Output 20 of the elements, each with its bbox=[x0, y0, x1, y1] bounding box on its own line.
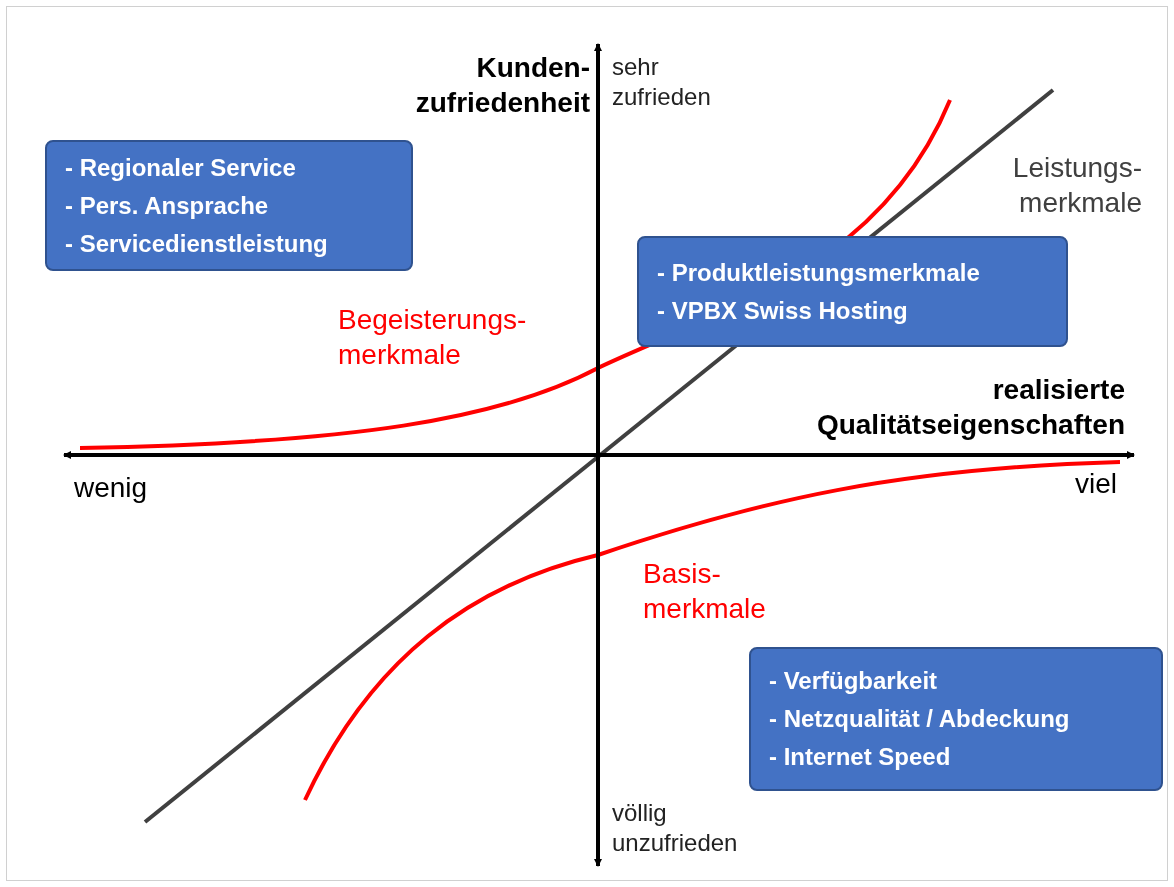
feature-item: - Internet Speed bbox=[769, 742, 952, 772]
curve-label: Leistungs- merkmale bbox=[1011, 151, 1142, 220]
feature-box bbox=[749, 647, 1163, 791]
feature-item: - Regionaler Service bbox=[65, 152, 297, 183]
axis-end-label: sehr zufrieden bbox=[612, 52, 712, 112]
feature-box bbox=[637, 236, 1068, 347]
feature-item: - Produktleistungsmerkmale bbox=[657, 257, 981, 288]
feature-item: - Netzqualität / Abdeckung bbox=[769, 704, 1071, 734]
feature-item: - Servicedienstleistung bbox=[65, 228, 329, 259]
axis-end-label: wenig bbox=[74, 471, 149, 505]
feature-item: - VPBX Swiss Hosting bbox=[657, 295, 909, 326]
feature-item: - Pers. Ansprache bbox=[65, 190, 270, 221]
axis-end-label: völlig unzufrieden bbox=[612, 798, 739, 858]
curve-label: Basis- merkmale bbox=[643, 557, 767, 626]
axis-end-label: viel bbox=[1075, 467, 1118, 501]
axis-title: Kunden- zufriedenheit bbox=[414, 51, 590, 120]
feature-item: - Verfügbarkeit bbox=[769, 666, 939, 696]
curve-label: Begeisterungs- merkmale bbox=[338, 303, 528, 372]
feature-box bbox=[45, 140, 413, 271]
axis-title: realisierte Qualitätseigenschaften bbox=[815, 373, 1125, 442]
